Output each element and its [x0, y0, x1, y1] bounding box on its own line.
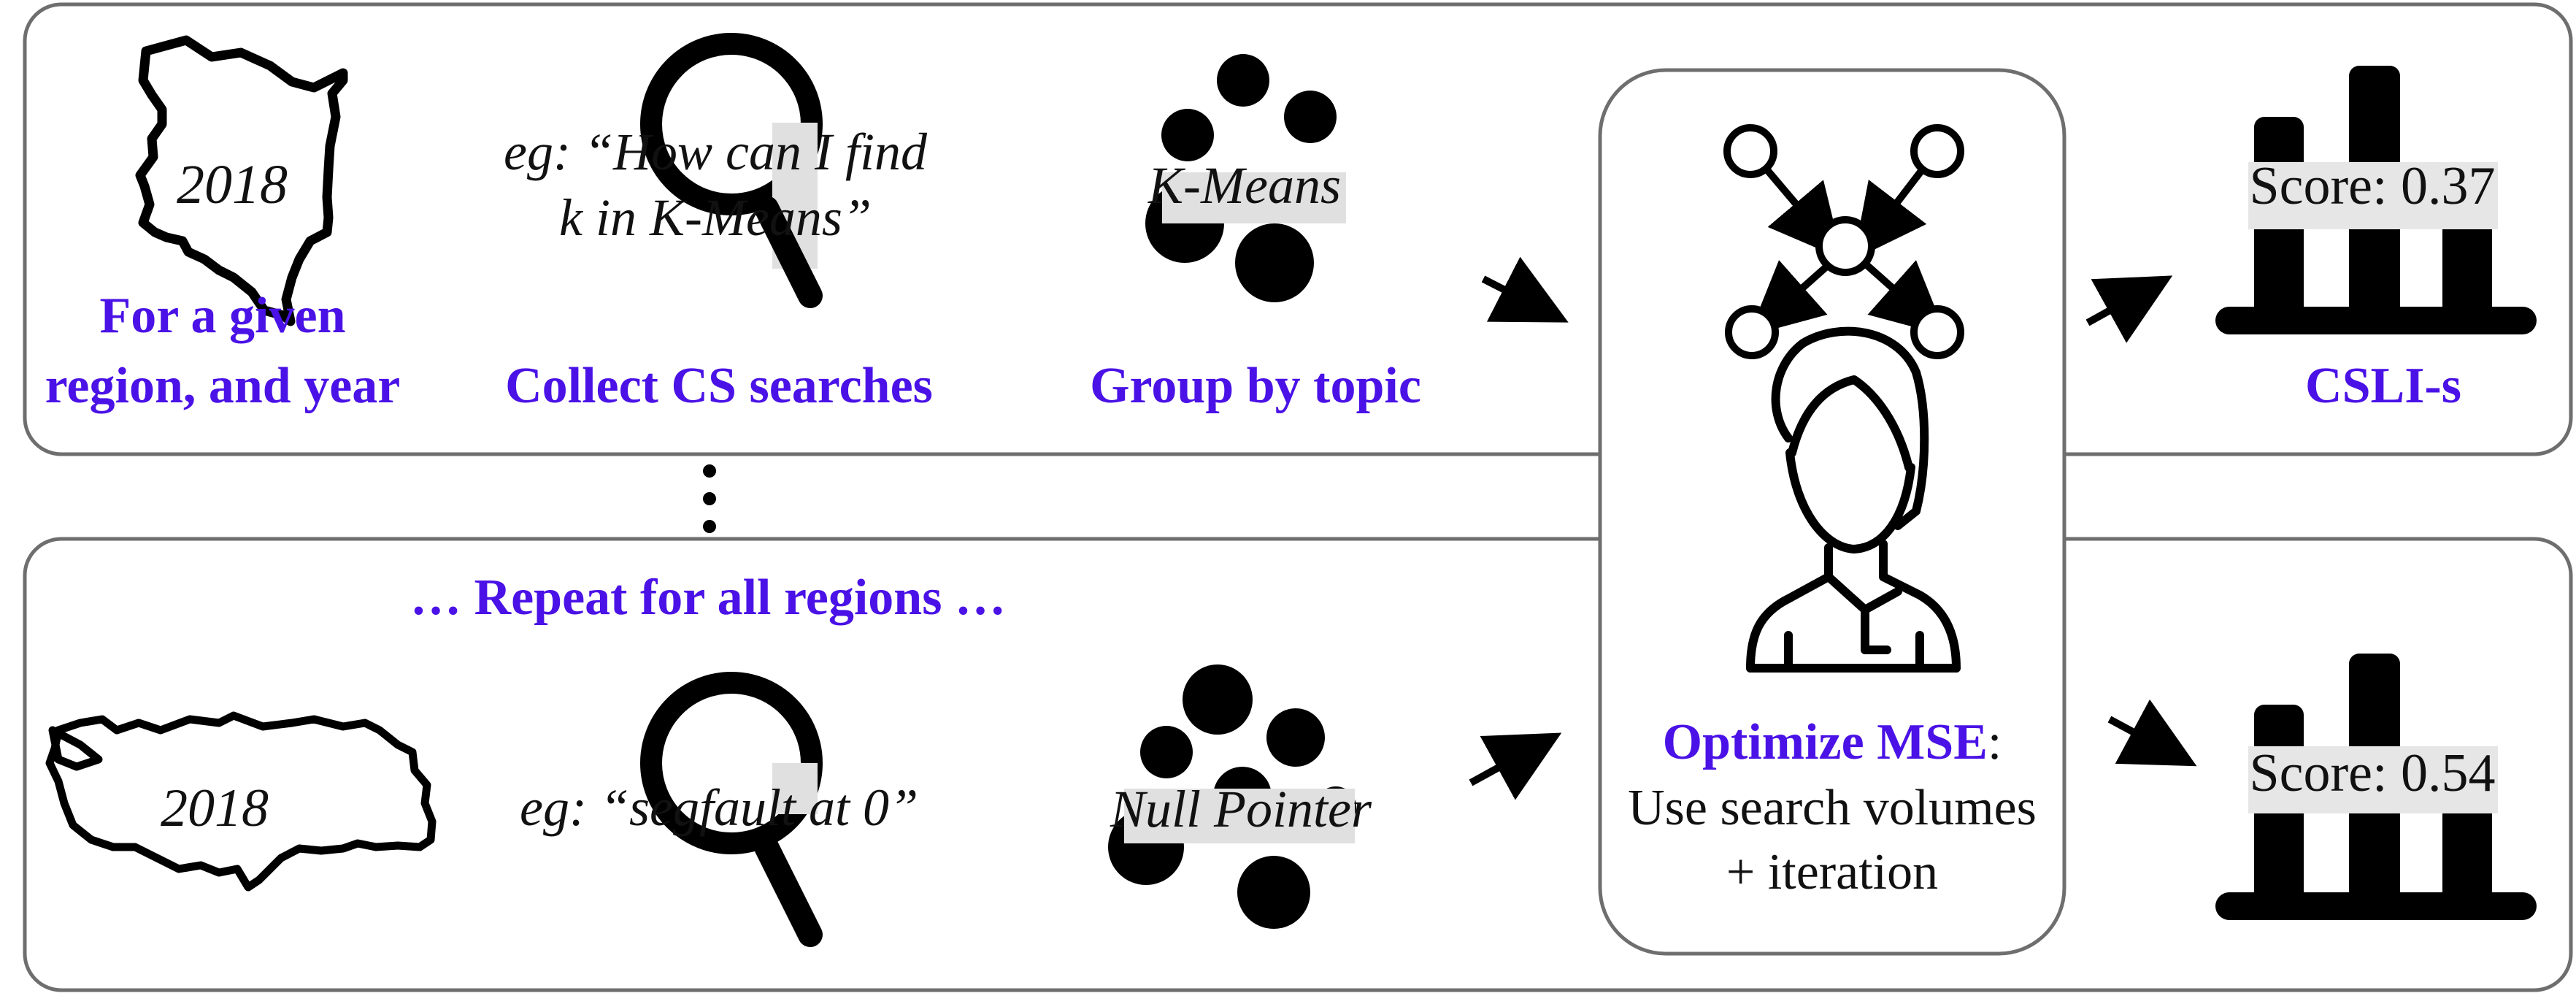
top-query-line1: eg: “How can I find [504, 123, 927, 181]
arrow-icon [1469, 256, 2197, 800]
bottom-panel [23, 537, 2573, 992]
repeat-label: … Repeat for all regions … [410, 570, 1006, 626]
top-panel [23, 2, 2573, 456]
cluster-icon-bottom [1108, 664, 1356, 929]
optimizer-line2: Use search volumes [1628, 780, 2037, 836]
top-query-line2: k in K-Means” [559, 188, 872, 247]
top-score: Score: 0.37 [2249, 156, 2496, 216]
optimizer-title-text: Optimize MSE [1662, 714, 1988, 770]
magnifier-icon-top [640, 33, 823, 308]
output-label: CSLI-s [2305, 358, 2461, 414]
kenya-map-icon [135, 35, 348, 326]
magnifier-icon-bottom [640, 672, 823, 947]
optimizer-line3: + iteration [1726, 844, 1939, 900]
vertical-dots-icon [703, 464, 716, 533]
step2-label: Collect CS searches [505, 358, 933, 414]
turkey-map-icon [45, 711, 437, 892]
network-icon [1723, 124, 1964, 359]
step1-line2: region, and year [45, 358, 401, 414]
bar-chart-icon-top [2215, 66, 2537, 334]
optimizer-box [1598, 68, 2066, 956]
top-map-year: 2018 [177, 154, 288, 215]
optimizer-title: Optimize MSE: [1663, 717, 2002, 768]
bottom-query: eg: “segfault at 0” [519, 778, 919, 837]
bottom-score: Score: 0.54 [2249, 743, 2496, 803]
optimizer-title-colon: : [1987, 714, 2002, 770]
bar-chart-icon-bottom [2215, 654, 2537, 920]
step1-line1: For a given [99, 288, 346, 344]
bottom-map-year: 2018 [161, 778, 269, 838]
person-icon [1746, 326, 1961, 673]
top-cluster-label: K-Means [1148, 156, 1341, 215]
bottom-cluster-label: Null Pointer [1110, 780, 1372, 838]
step3-label: Group by topic [1090, 358, 1421, 414]
cluster-icon-top [1145, 54, 1346, 302]
